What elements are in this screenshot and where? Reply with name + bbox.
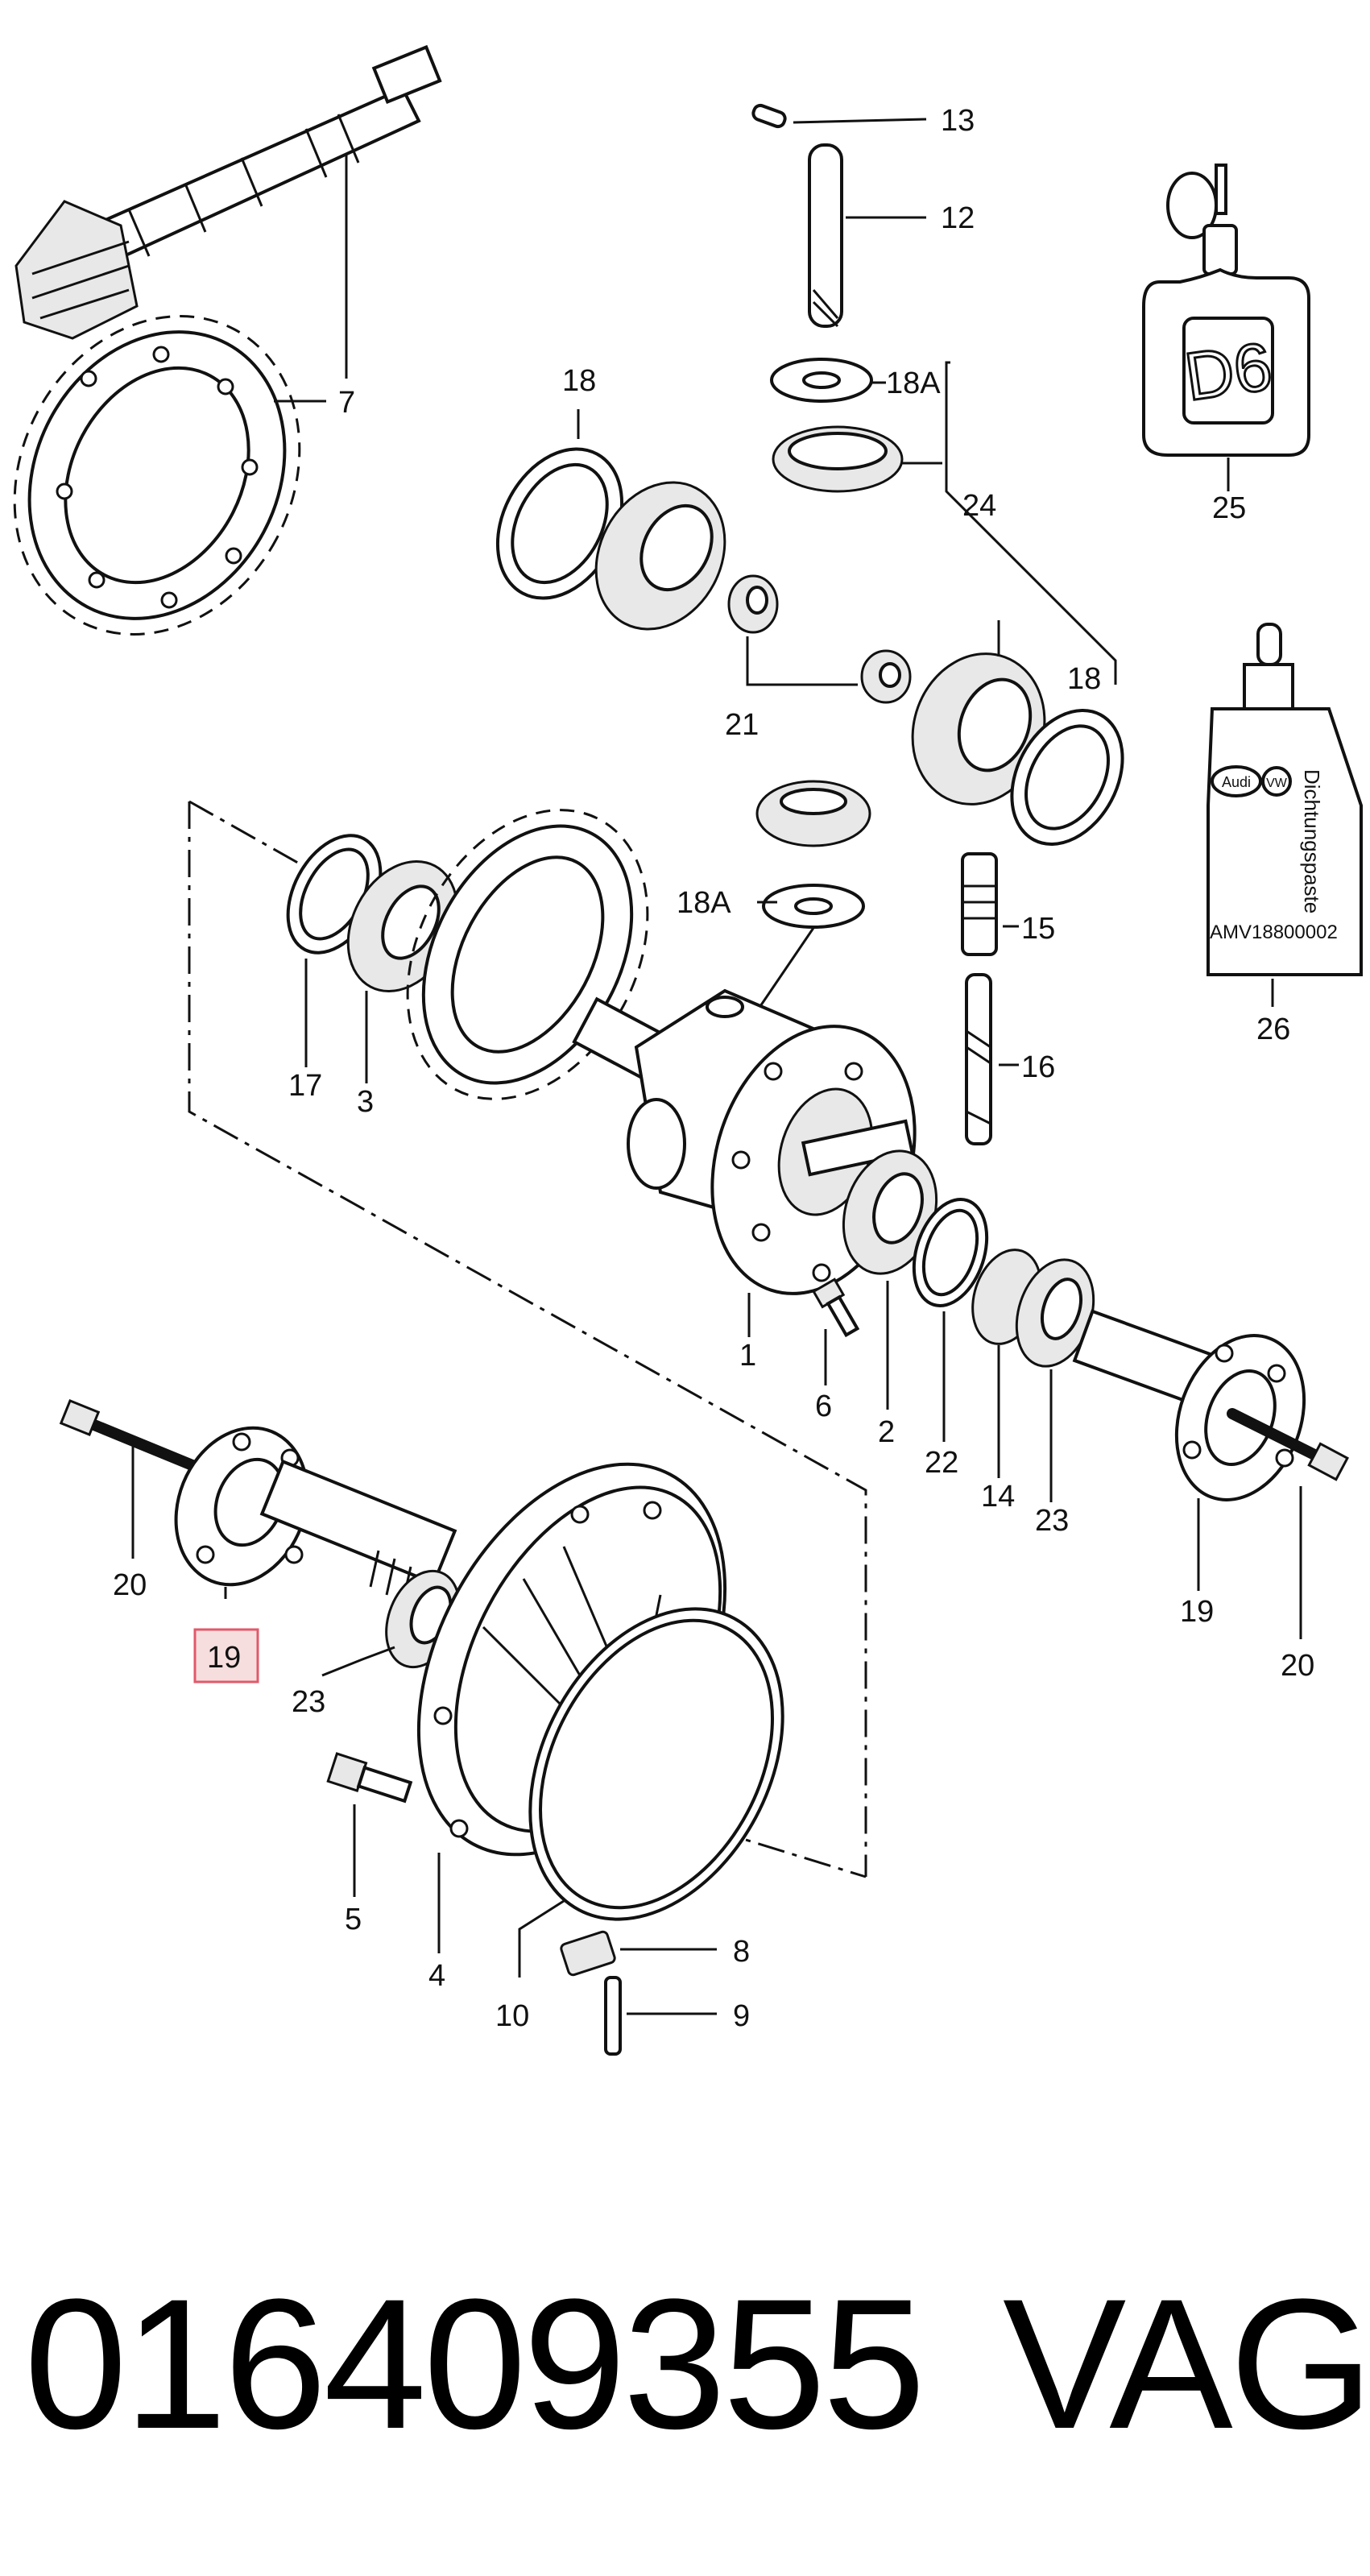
sealant-tube: Audi VW Dichtungspaste AMV18800002: [1207, 623, 1363, 976]
bottle-label: D6: [1180, 328, 1276, 415]
callout-22: 22: [925, 1446, 958, 1480]
oil-bottle: D6: [1142, 164, 1310, 457]
callout-4: 4: [428, 1959, 445, 1993]
callout-16: 16: [1021, 1050, 1055, 1084]
callout-2: 2: [878, 1415, 895, 1449]
callout-15: 15: [1021, 912, 1055, 946]
callout-20-left: 20: [113, 1568, 147, 1602]
callout-19-left: 19: [207, 1641, 241, 1675]
callout-8: 8: [733, 1935, 750, 1969]
tube-logo-audi: Audi: [1222, 774, 1251, 790]
callout-23-right: 23: [1035, 1504, 1069, 1538]
callout-13: 13: [941, 104, 975, 138]
callout-18-left: 18: [562, 364, 596, 398]
callout-17: 17: [288, 1069, 322, 1103]
callout-14: 14: [981, 1480, 1015, 1514]
callout-12: 12: [941, 201, 975, 235]
callout-18a-mid: 18A: [677, 886, 731, 920]
callout-23-left: 23: [292, 1685, 325, 1719]
callout-6: 6: [815, 1389, 832, 1423]
callout-7: 7: [338, 386, 355, 420]
callout-20-right: 20: [1281, 1649, 1314, 1683]
exploded-parts-diagram: 7 13 12 18A 24 18 21 18 D6 25: [13, 44, 1363, 2056]
callout-19-right: 19: [1180, 1595, 1214, 1629]
callout-10: 10: [495, 1999, 529, 2033]
callout-18-right: 18: [1067, 662, 1101, 696]
pinion-shaft: [14, 44, 442, 340]
tube-code: AMV18800002: [1210, 921, 1338, 943]
callout-18a-top: 18A: [886, 367, 941, 400]
tube-logo-vw: VW: [1266, 777, 1288, 790]
callout-19-highlight: [193, 1628, 259, 1684]
callout-9: 9: [733, 1999, 750, 2033]
callout-21: 21: [725, 708, 759, 742]
callout-24: 24: [962, 489, 996, 523]
crown-wheel: [13, 315, 301, 636]
callout-26: 26: [1256, 1013, 1290, 1046]
part-number: 016409355: [24, 2260, 925, 2467]
callout-3: 3: [357, 1085, 374, 1119]
callout-1: 1: [739, 1339, 756, 1373]
callout-25: 25: [1212, 491, 1246, 525]
brand-name: VAG: [1003, 2260, 1370, 2467]
tube-text: Dichtungspaste: [1300, 769, 1324, 913]
callout-5: 5: [345, 1903, 362, 1936]
